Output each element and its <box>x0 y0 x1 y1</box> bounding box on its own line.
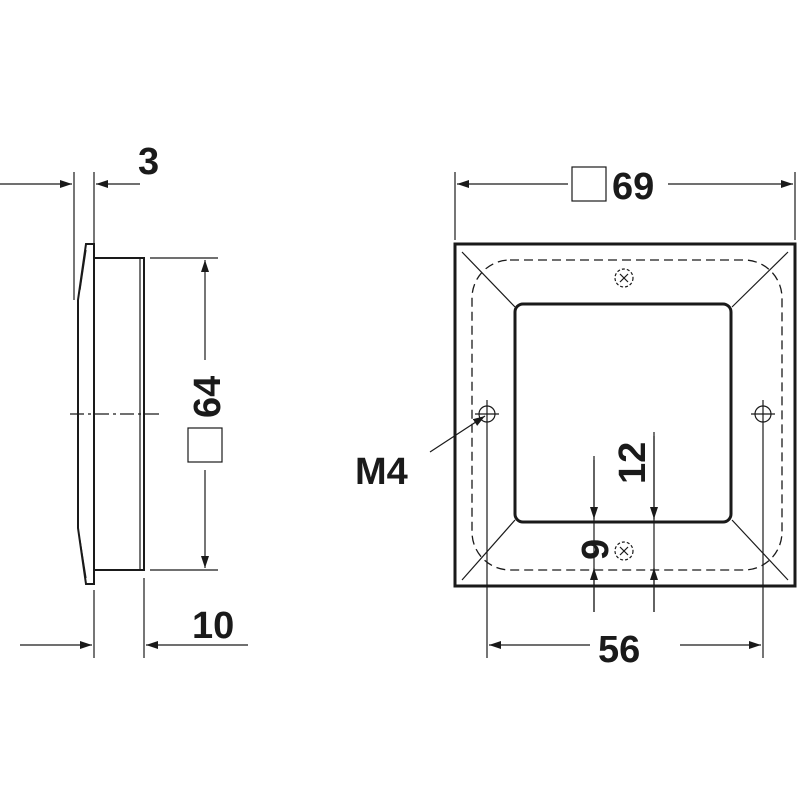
front-grip-opening <box>513 302 733 524</box>
dim-grip-depth: 12 <box>612 442 654 484</box>
side-view: 3 64 10 <box>0 141 248 658</box>
label-screw-thread: M4 <box>355 451 408 493</box>
dim-depth: 10 <box>192 605 234 647</box>
square-dimension-icon <box>571 166 607 202</box>
side-body <box>93 257 145 571</box>
dim-hole-spacing: 56 <box>598 629 640 671</box>
dim-flange-thickness: 3 <box>138 141 159 183</box>
front-view: M4 69 12 9 56 <box>355 166 797 671</box>
front-outer-plate <box>453 242 797 588</box>
screw-hole-icon <box>614 268 634 288</box>
screw-hole-icon <box>475 400 499 428</box>
front-recess-outline <box>471 259 783 571</box>
dim-grip-offset: 9 <box>575 539 617 560</box>
dim-overall-width: 69 <box>612 166 654 208</box>
square-dimension-icon <box>187 427 223 463</box>
screw-hole-icon <box>614 541 634 561</box>
screw-hole-icon <box>751 400 775 428</box>
dim-side-height: 64 <box>187 376 229 418</box>
